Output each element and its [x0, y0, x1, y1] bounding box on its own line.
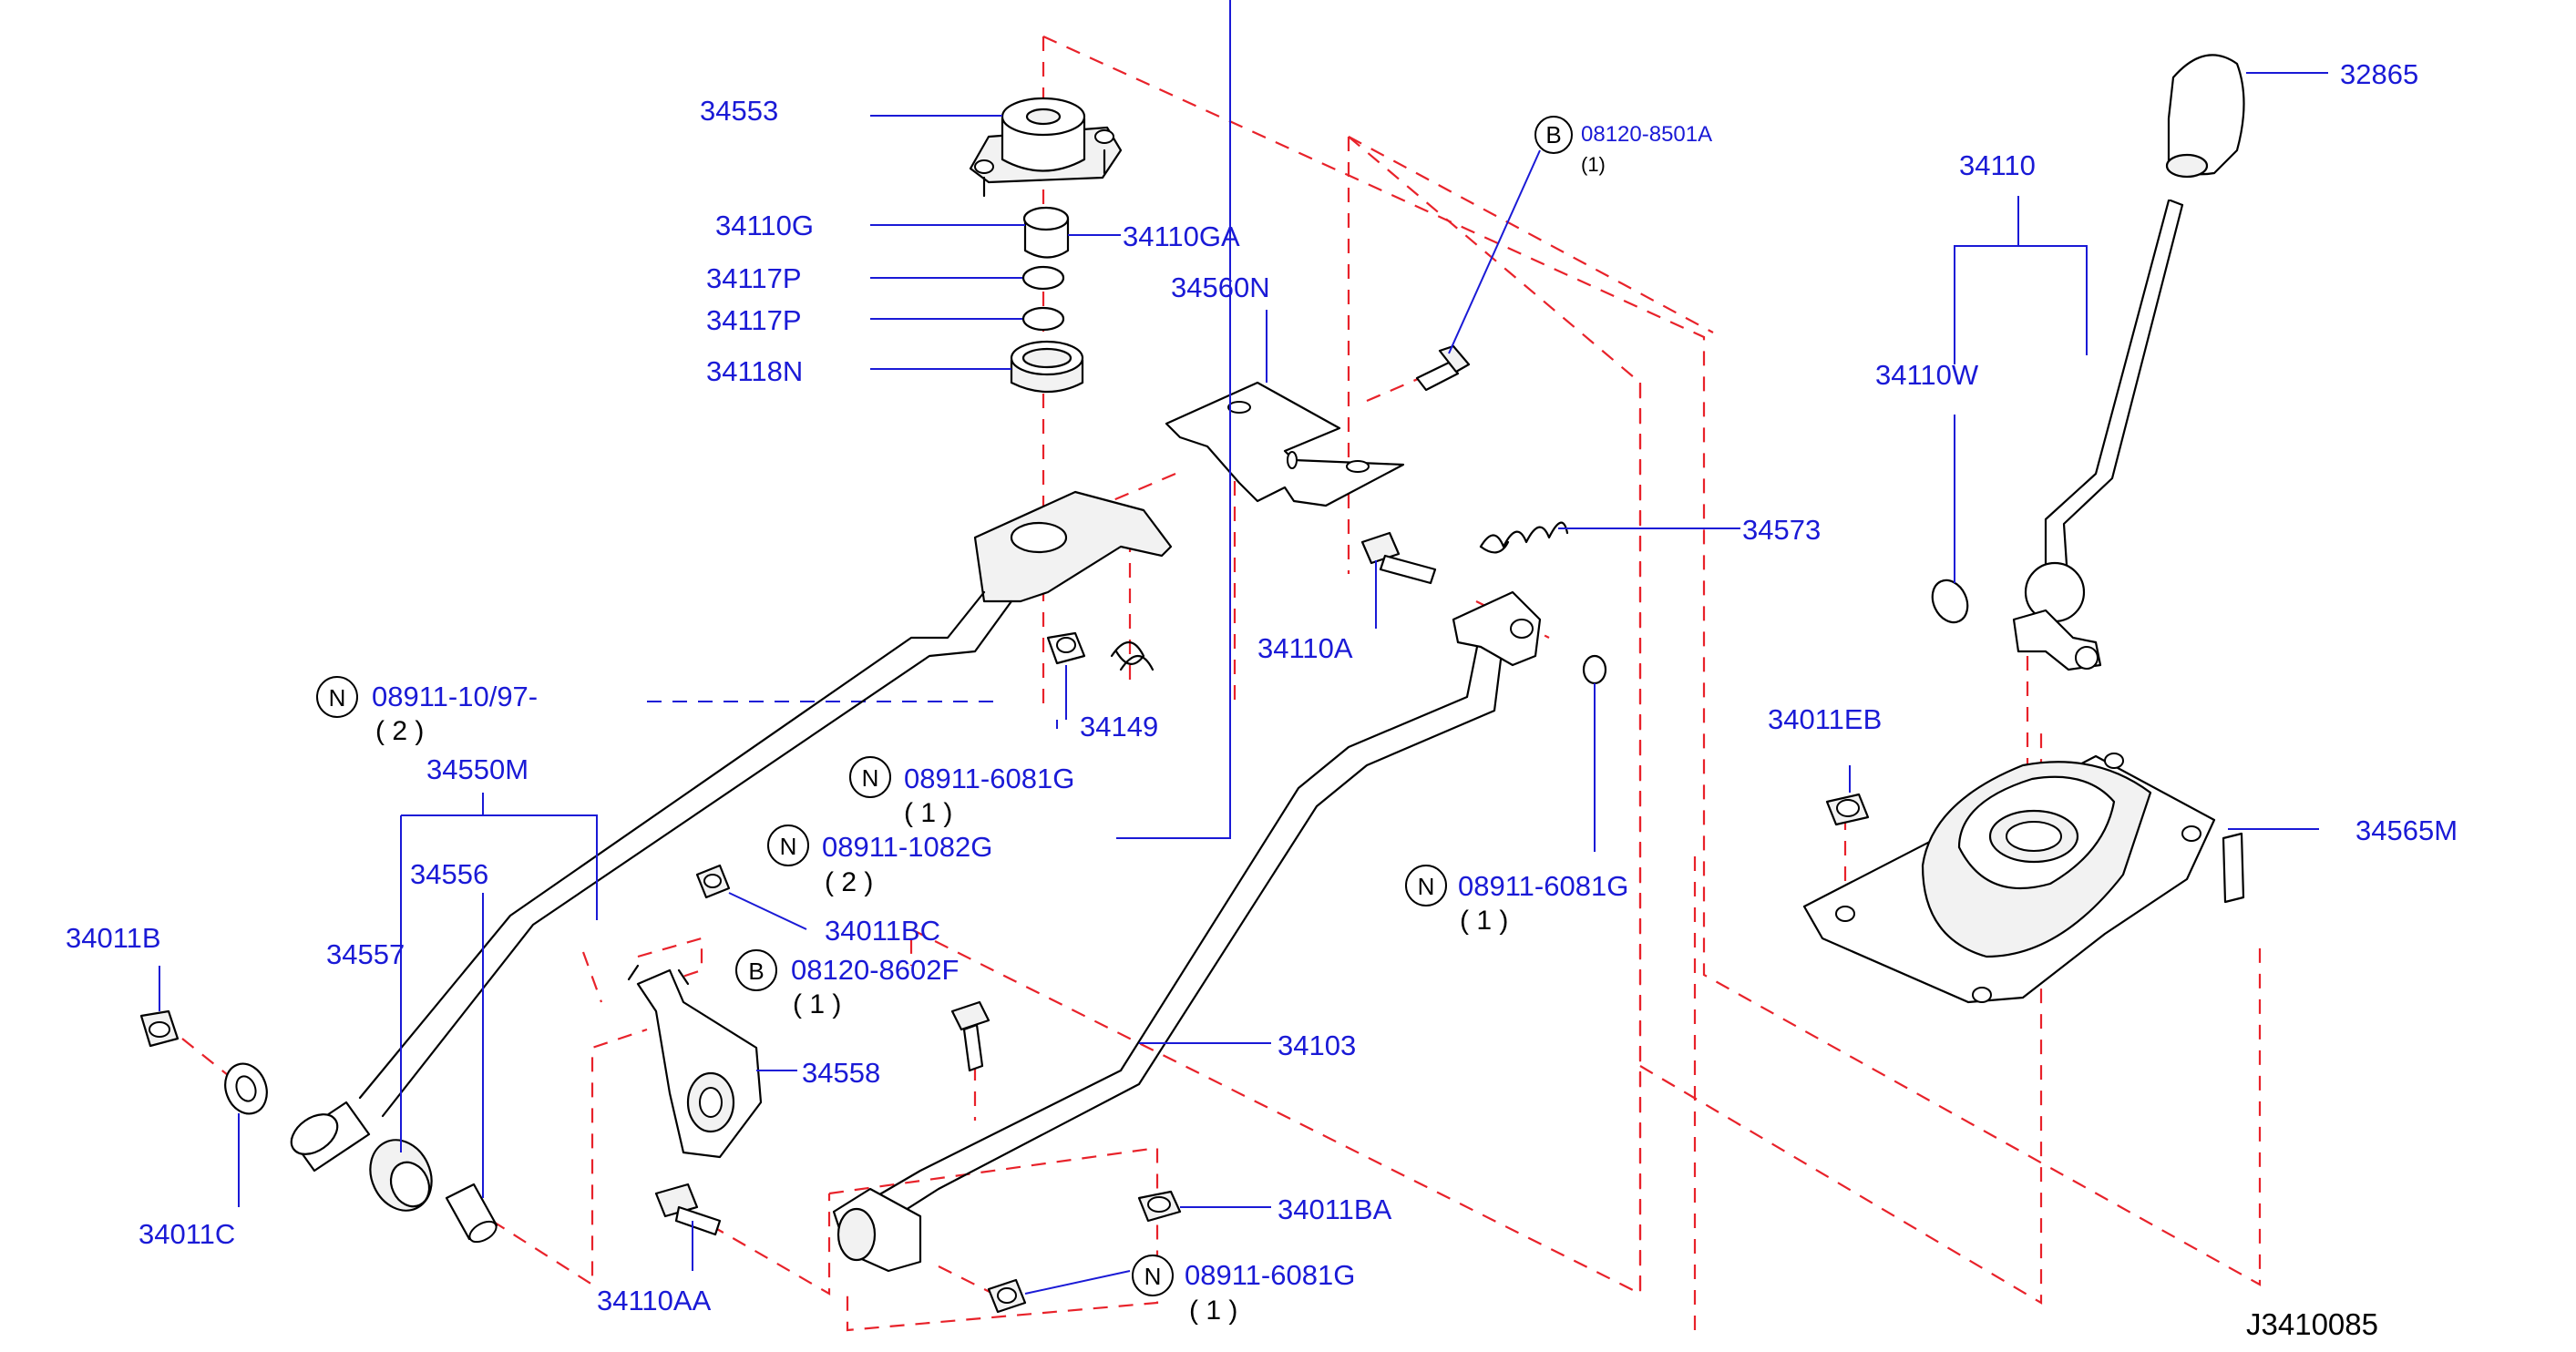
- label-34110: 34110: [1959, 149, 2036, 181]
- label-34550M: 34550M: [426, 753, 529, 785]
- qty-08120-8501A: (1): [1581, 153, 1606, 176]
- label-34557: 34557: [326, 938, 405, 970]
- part-34558-bracket: [627, 964, 763, 1159]
- nut-symbol-a: N: [849, 756, 891, 798]
- part-34149-spring: [1110, 640, 1155, 671]
- part-34011B-nut: [139, 1009, 180, 1048]
- nut-symbol-c: N: [1405, 865, 1447, 906]
- part-34110AA-bolt: [654, 1183, 722, 1236]
- part-08911-6081G-nut-b: [987, 1278, 1027, 1314]
- label-08120-8501A: 08120-8501A: [1581, 122, 1712, 147]
- nut-symbol-b: N: [1132, 1255, 1174, 1296]
- qty-08911-1082G: ( 2 ): [825, 867, 873, 897]
- label-34553: 34553: [700, 95, 778, 127]
- label-08911-6081G-b: 08911-6081G: [1185, 1259, 1355, 1291]
- svg-text:N: N: [862, 764, 879, 792]
- svg-text:B: B: [748, 958, 764, 985]
- qty-08911-6081G-c: ( 1 ): [1460, 906, 1508, 936]
- part-34550M-front-rod: [290, 490, 1173, 1173]
- part-34110-shift-lever: [2012, 199, 2184, 671]
- label-08911-top: 08911-10/97-: [372, 681, 538, 712]
- nut-symbol-1082G: N: [767, 825, 809, 866]
- qty-08120-8602F: ( 1 ): [793, 989, 841, 1019]
- label-34556: 34556: [410, 858, 488, 890]
- label-34103: 34103: [1278, 1029, 1356, 1061]
- diagram-code: J3410085: [2246, 1307, 2378, 1341]
- label-34011BA: 34011BA: [1278, 1193, 1392, 1225]
- part-labels: 34553 34110G 34110GA 34117P 34117P 34118…: [66, 58, 2458, 1341]
- part-34011C-washer: [224, 1062, 268, 1115]
- part-34118N-bushing: [1010, 340, 1084, 394]
- svg-text:N: N: [1418, 873, 1435, 900]
- label-34118N: 34118N: [706, 355, 803, 387]
- part-34556-pin: [445, 1183, 498, 1244]
- qty-08911-top: ( 2 ): [375, 716, 424, 746]
- svg-text:B: B: [1545, 121, 1561, 149]
- part-34011BC-nut: [695, 864, 731, 899]
- part-08120-8501A-bolt: [1415, 344, 1471, 392]
- part-34117P-rings: [1021, 265, 1065, 332]
- part-34557-grommet: [369, 1139, 433, 1212]
- label-34110A: 34110A: [1257, 632, 1353, 664]
- part-34110G-bushing: [1022, 206, 1070, 259]
- part-34565M-boot-housing: [1802, 753, 2245, 1004]
- part-34110A-bolt: [1360, 531, 1437, 585]
- part-34573-spring: [1479, 521, 1569, 554]
- bolt-symbol-1: B: [1534, 116, 1573, 154]
- part-34110W-washer: [1931, 579, 1969, 624]
- label-34149: 34149: [1080, 711, 1158, 743]
- label-34011EB: 34011EB: [1768, 703, 1882, 735]
- bolt-symbol-8602F: B: [735, 949, 777, 991]
- label-34110G: 34110G: [715, 210, 814, 241]
- part-34011BA-nut: [1137, 1190, 1182, 1223]
- part-34560N-bracket: [1165, 381, 1405, 507]
- svg-text:N: N: [780, 833, 797, 860]
- label-34558: 34558: [802, 1057, 880, 1089]
- label-08911-1082G: 08911-1082G: [822, 831, 992, 863]
- label-34117P-1: 34117P: [706, 262, 802, 294]
- label-34011C: 34011C: [139, 1218, 235, 1250]
- label-08120-8602F: 08120-8602F: [791, 954, 959, 986]
- part-34553-mount: [969, 97, 1123, 198]
- label-34110W: 34110W: [1875, 359, 1979, 391]
- part-08120-8602F-bolt: [950, 1000, 990, 1072]
- part-08911-6081G-nut-c: [1582, 654, 1607, 685]
- nut-symbol-top: N: [316, 676, 358, 718]
- part-08911-6081G-nut-a: [1046, 631, 1086, 665]
- label-08911-6081G-c: 08911-6081G: [1458, 870, 1628, 902]
- part-34103-rear-rod: [832, 590, 1542, 1273]
- svg-text:N: N: [329, 684, 346, 712]
- svg-text:N: N: [1144, 1263, 1162, 1290]
- part-32865-knob: [2165, 54, 2245, 179]
- part-34011EB-nut: [1825, 793, 1870, 826]
- label-08911-6081G-a: 08911-6081G: [904, 763, 1074, 794]
- leader-lines: [159, 0, 2328, 1295]
- label-34117P-2: 34117P: [706, 304, 802, 336]
- label-34573: 34573: [1742, 514, 1821, 546]
- label-34110AA: 34110AA: [597, 1285, 712, 1316]
- label-34110GA: 34110GA: [1123, 220, 1240, 252]
- label-34011BC: 34011BC: [825, 915, 940, 947]
- label-34011B: 34011B: [66, 922, 161, 954]
- qty-08911-6081G-b: ( 1 ): [1189, 1296, 1237, 1326]
- label-34565M: 34565M: [2355, 814, 2458, 846]
- label-34560N: 34560N: [1171, 271, 1270, 303]
- label-32865: 32865: [2340, 58, 2418, 90]
- qty-08911-6081G-a: ( 1 ): [904, 798, 952, 828]
